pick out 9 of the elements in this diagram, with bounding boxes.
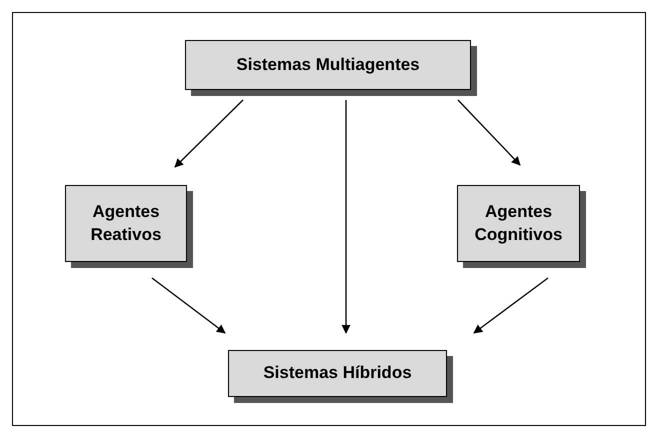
arrow xyxy=(174,100,244,168)
arrow xyxy=(458,100,521,166)
box-label: Agentes Reativos xyxy=(90,201,162,246)
box-label: Sistemas Híbridos xyxy=(263,362,412,384)
box-label: Sistemas Multiagentes xyxy=(236,54,420,76)
arrow xyxy=(342,100,350,334)
arrow xyxy=(152,277,226,334)
box-label: Agentes Cognitivos xyxy=(474,201,564,246)
arrow xyxy=(473,277,548,334)
